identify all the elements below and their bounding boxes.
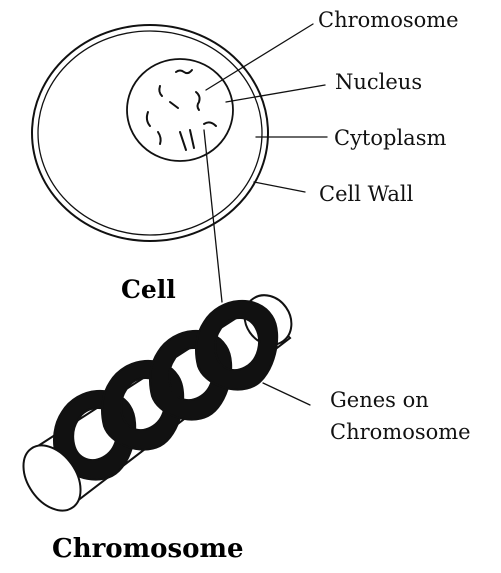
cell-wall-outer [32, 25, 268, 241]
label-nucleus: Nucleus [335, 70, 422, 94]
leader-cell-wall [254, 182, 305, 192]
label-chromosome-top: Chromosome [318, 8, 459, 32]
chromosome-fragments [147, 70, 216, 150]
leader-cell-to-chromosome [204, 130, 222, 302]
label-genes-line1: Genes on [330, 388, 429, 412]
title-cell: Cell [121, 275, 176, 304]
leader-genes [263, 383, 310, 405]
label-cytoplasm: Cytoplasm [334, 126, 446, 150]
title-chromosome: Chromosome [52, 534, 244, 564]
leader-nucleus [226, 85, 325, 102]
label-genes-line2: Chromosome [330, 420, 471, 444]
leader-chromosome [206, 24, 313, 90]
label-cell-wall: Cell Wall [319, 182, 413, 206]
nucleus-outline [127, 59, 233, 161]
chromosome-rod [12, 286, 301, 521]
